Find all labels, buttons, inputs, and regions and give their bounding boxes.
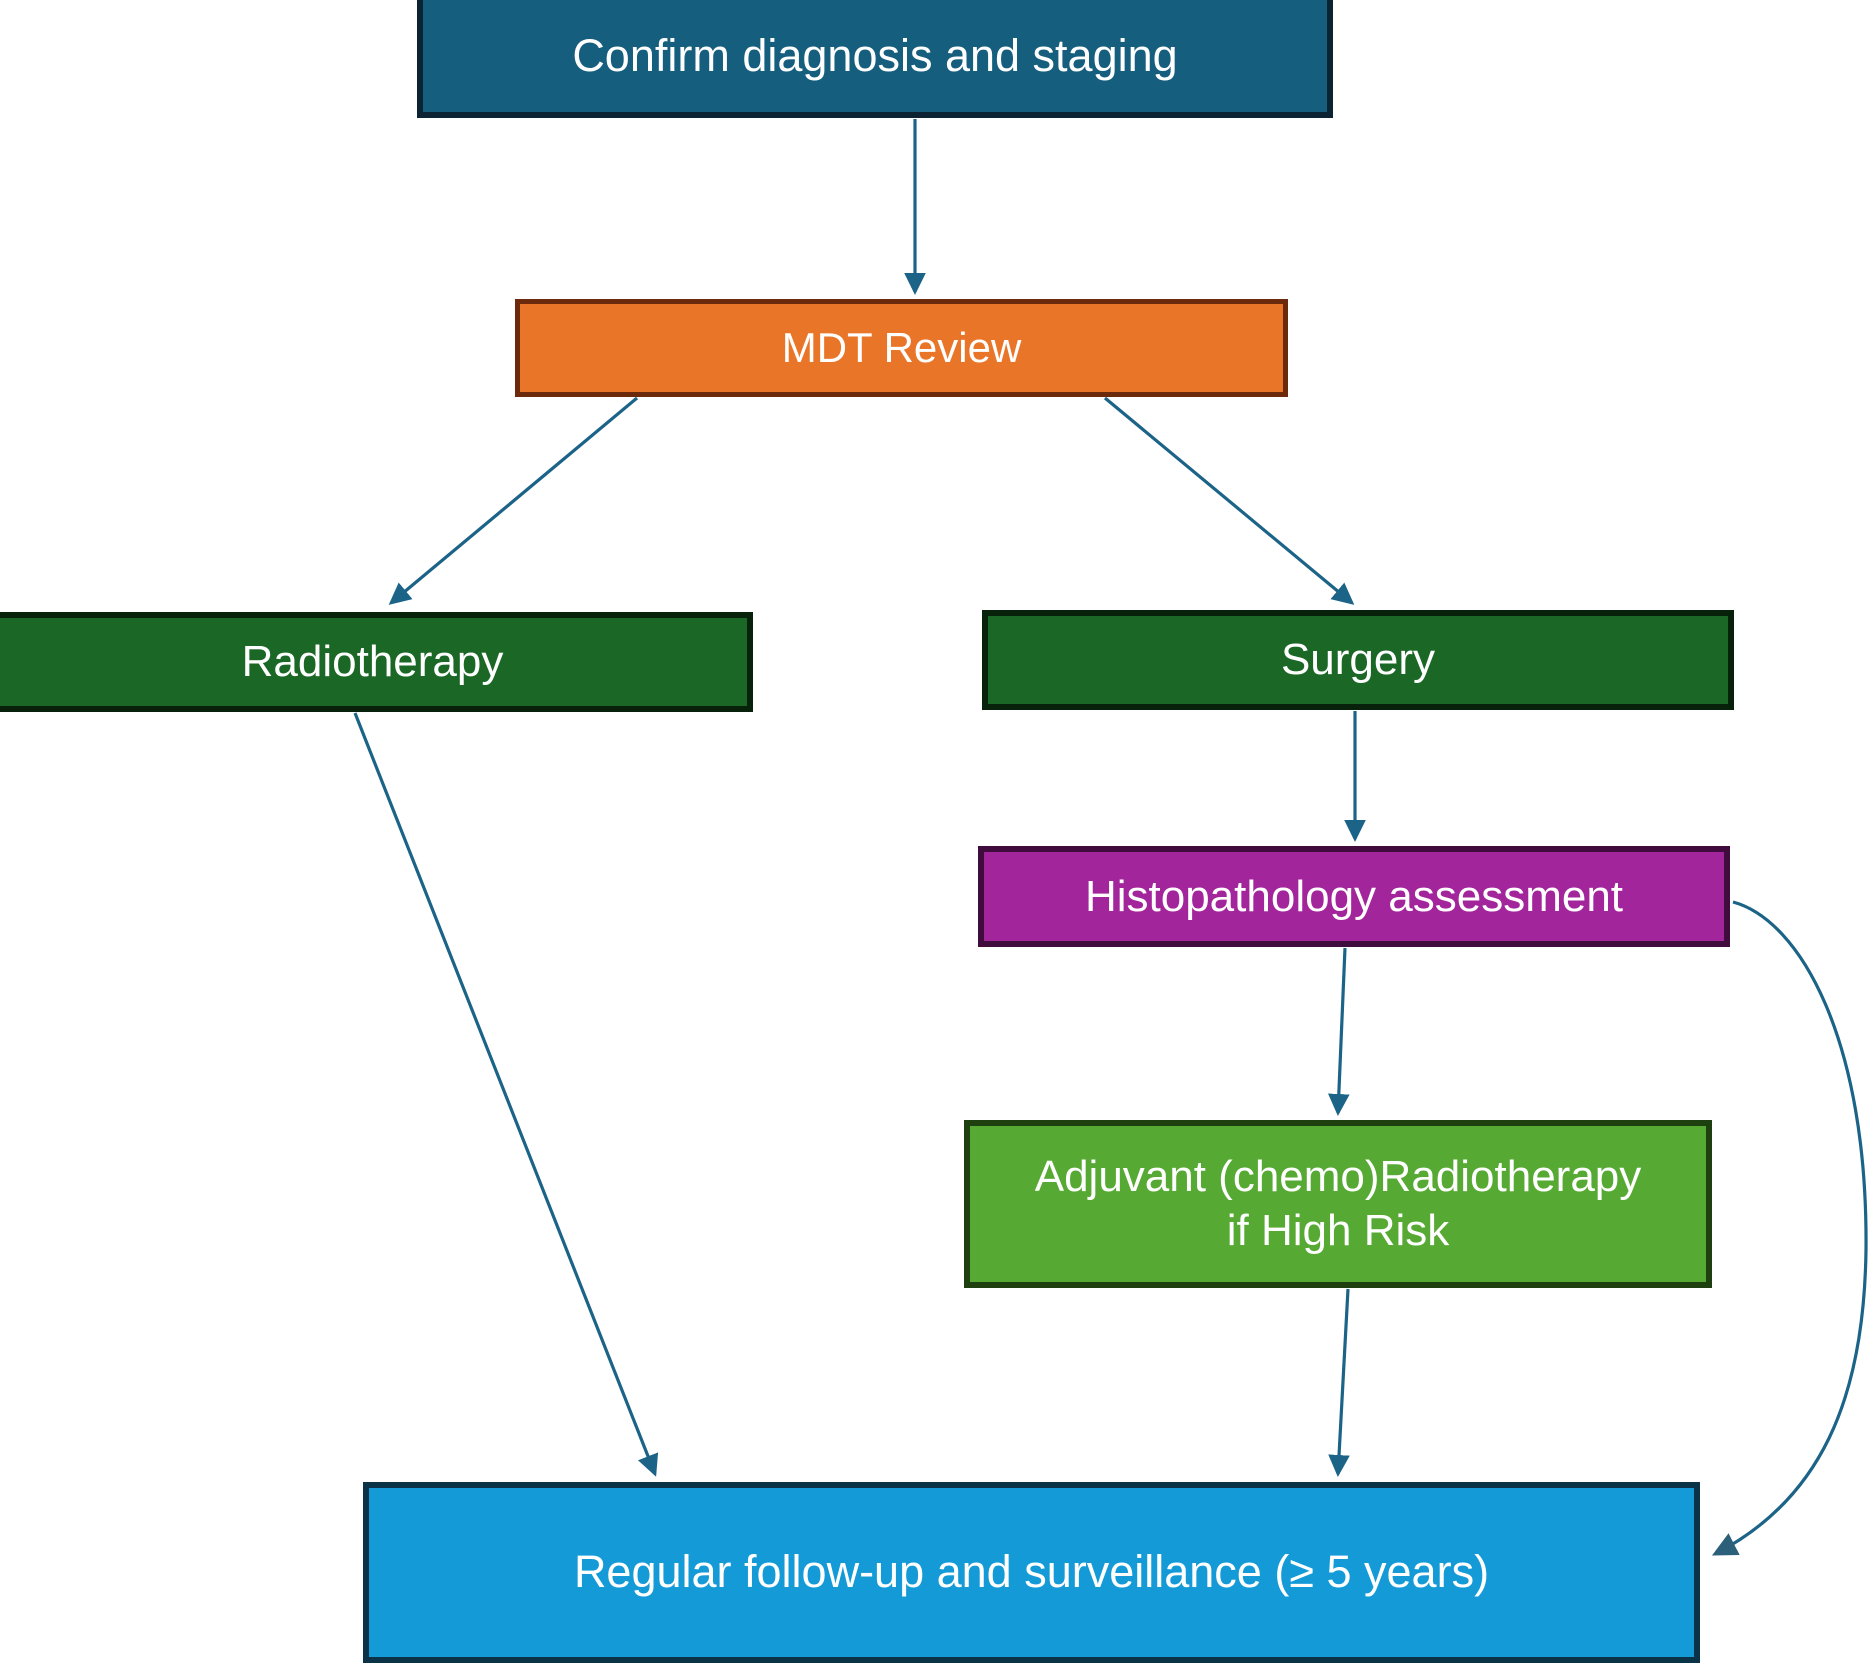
edge-radiotherapy-to-followup	[353, 712, 659, 1477]
edge-histopathology-to-followup	[1711, 900, 1868, 1556]
node-adjuvant-chemoradiotherapy-if-high-risk[interactable]: Adjuvant (chemo)Radiotherapy if High Ris…	[964, 1120, 1712, 1288]
node-label: MDT Review	[781, 324, 1022, 372]
edge-histopathology-to-adjuvant	[1328, 947, 1350, 1116]
node-label: Confirm diagnosis and staging	[572, 29, 1178, 81]
node-radiotherapy[interactable]: Radiotherapy	[0, 612, 753, 712]
edge-mdt-to-surgery	[1103, 396, 1355, 605]
node-label: Radiotherapy	[241, 637, 504, 687]
node-regular-follow-up-and-surveillance[interactable]: Regular follow-up and surveillance (≥ 5 …	[363, 1482, 1700, 1663]
node-label: Adjuvant (chemo)Radiotherapy if High Ris…	[1034, 1152, 1642, 1255]
node-surgery[interactable]: Surgery	[982, 610, 1734, 710]
node-confirm-diagnosis-and-staging[interactable]: Confirm diagnosis and staging	[417, 0, 1333, 118]
node-histopathology-assessment[interactable]: Histopathology assessment	[978, 846, 1730, 947]
node-label: Histopathology assessment	[1084, 871, 1624, 921]
edge-mdt-to-radiotherapy	[388, 396, 639, 605]
node-label: Regular follow-up and surveillance (≥ 5 …	[573, 1546, 1490, 1598]
edge-adjuvant-to-followup	[1328, 1288, 1350, 1477]
node-mdt-review[interactable]: MDT Review	[515, 299, 1288, 397]
node-label: Surgery	[1280, 635, 1436, 685]
